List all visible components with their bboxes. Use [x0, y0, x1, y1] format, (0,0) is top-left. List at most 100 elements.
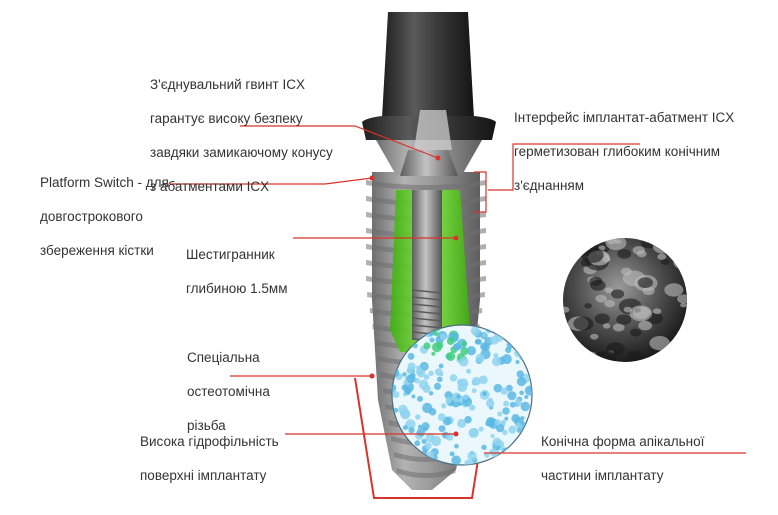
micro-pore [563, 306, 570, 313]
surface-particle [490, 434, 495, 439]
surface-particle [499, 325, 507, 332]
surface-particle [399, 408, 410, 418]
surface-particle [522, 444, 529, 452]
micro-pore [638, 320, 653, 331]
surface-particle [433, 382, 442, 390]
surface-particle [428, 370, 434, 377]
micro-pore [604, 299, 616, 308]
micro-pore [612, 323, 625, 332]
micro-pore [563, 352, 577, 362]
surface-particle [501, 354, 512, 365]
surface-particle [501, 419, 506, 425]
surface-particle [464, 459, 473, 465]
surface-particle [518, 456, 524, 462]
micro-pore [563, 354, 574, 362]
surface-particle [484, 452, 490, 458]
surface-particle [496, 456, 505, 465]
label-hex: Шестигранник глибиною 1.5мм [186, 229, 288, 314]
surface-particle [515, 422, 523, 430]
surface-particle [524, 385, 532, 396]
surface-particle [441, 403, 447, 409]
surface-particle [516, 376, 527, 387]
leader-platform [170, 177, 373, 185]
surface-particle [460, 347, 469, 356]
surface-particle [402, 372, 407, 377]
surface-particle [416, 428, 425, 437]
micro-pore [567, 240, 578, 248]
surface-particle [501, 447, 511, 457]
label-hex-line: Шестигранник [186, 247, 275, 262]
surface-particle [516, 427, 522, 433]
surface-particle [439, 333, 447, 341]
surface-particle [425, 433, 435, 443]
micro-pore [598, 245, 606, 251]
surface-particle [494, 419, 501, 426]
surface-particle [407, 352, 415, 360]
surface-particle [500, 387, 508, 395]
label-screw-line: завдяки замикаючому конусу [150, 145, 333, 160]
label-surface-line: поверхні імплантату [140, 468, 267, 483]
screw-thread [411, 289, 443, 294]
surface-particle [438, 363, 444, 369]
surface-particle [508, 425, 517, 434]
surface-particle [392, 391, 400, 398]
surface-particle [437, 413, 446, 421]
implant-thread [366, 180, 486, 190]
label-screw: З'єднувальний гвинт ICX гарантує високу … [150, 59, 333, 212]
surface-particle [482, 391, 487, 397]
micro-pore [629, 305, 653, 322]
surface-particle [446, 337, 455, 345]
label-screw-line: З'єднувальний гвинт ICX [150, 77, 305, 92]
micro-pore [637, 277, 654, 289]
surface-particle [520, 416, 525, 421]
micro-pore [563, 333, 577, 347]
surface-particle [456, 378, 464, 386]
surface-particle [464, 415, 472, 424]
label-surface: Висока гідрофільність поверхні імплантат… [140, 416, 279, 501]
surface-particle [509, 401, 516, 408]
surface-particle [524, 394, 529, 400]
surface-particle [445, 397, 452, 404]
surface-particle [433, 330, 439, 337]
micro-pore [616, 314, 632, 325]
micro-pore [620, 267, 632, 276]
surface-particle [419, 361, 429, 371]
surface-particle [484, 325, 495, 333]
surface-particle [423, 374, 430, 380]
label-apical-line: частини імплантату [541, 468, 664, 483]
label-apical: Конічна форма апікальної частини імплант… [541, 416, 704, 501]
label-screw-line: з абатментами ICX [150, 179, 270, 194]
surface-particle [421, 422, 430, 431]
surface-particle [471, 376, 481, 386]
label-interface-line: герметизован глибоким конічним [514, 144, 721, 159]
screw-thread [411, 317, 443, 322]
label-interface: Інтерфейс імплантат-абатмент ICX гермети… [514, 92, 734, 211]
surface-particle [520, 401, 530, 412]
surface-particle [438, 425, 446, 433]
micro-pore [614, 239, 622, 244]
micro-pore [629, 328, 642, 337]
surface-particle [505, 459, 515, 465]
surface-particle [489, 448, 497, 456]
surface-particle [466, 368, 472, 374]
surface-particle [515, 359, 520, 365]
micro-pore [606, 342, 625, 356]
surface-particle [514, 398, 522, 407]
label-interface-line: Інтерфейс імплантат-абатмент ICX [514, 110, 735, 125]
micro-pore [657, 253, 667, 260]
surface-particle [502, 429, 508, 436]
label-hex-line: глибиною 1.5мм [186, 281, 288, 296]
surface-particle [422, 402, 433, 414]
surface-particle [458, 356, 469, 367]
surface-particle [497, 411, 503, 417]
surface-particle [519, 390, 524, 396]
micro-pore [567, 348, 589, 362]
label-platform-line: Platform Switch - для [40, 175, 169, 190]
surface-particle [456, 394, 461, 399]
micro-pore [580, 351, 599, 362]
surface-particle [482, 333, 487, 338]
surface-particle [502, 407, 510, 415]
surface-particle [446, 351, 456, 361]
surface-particle [449, 374, 458, 382]
